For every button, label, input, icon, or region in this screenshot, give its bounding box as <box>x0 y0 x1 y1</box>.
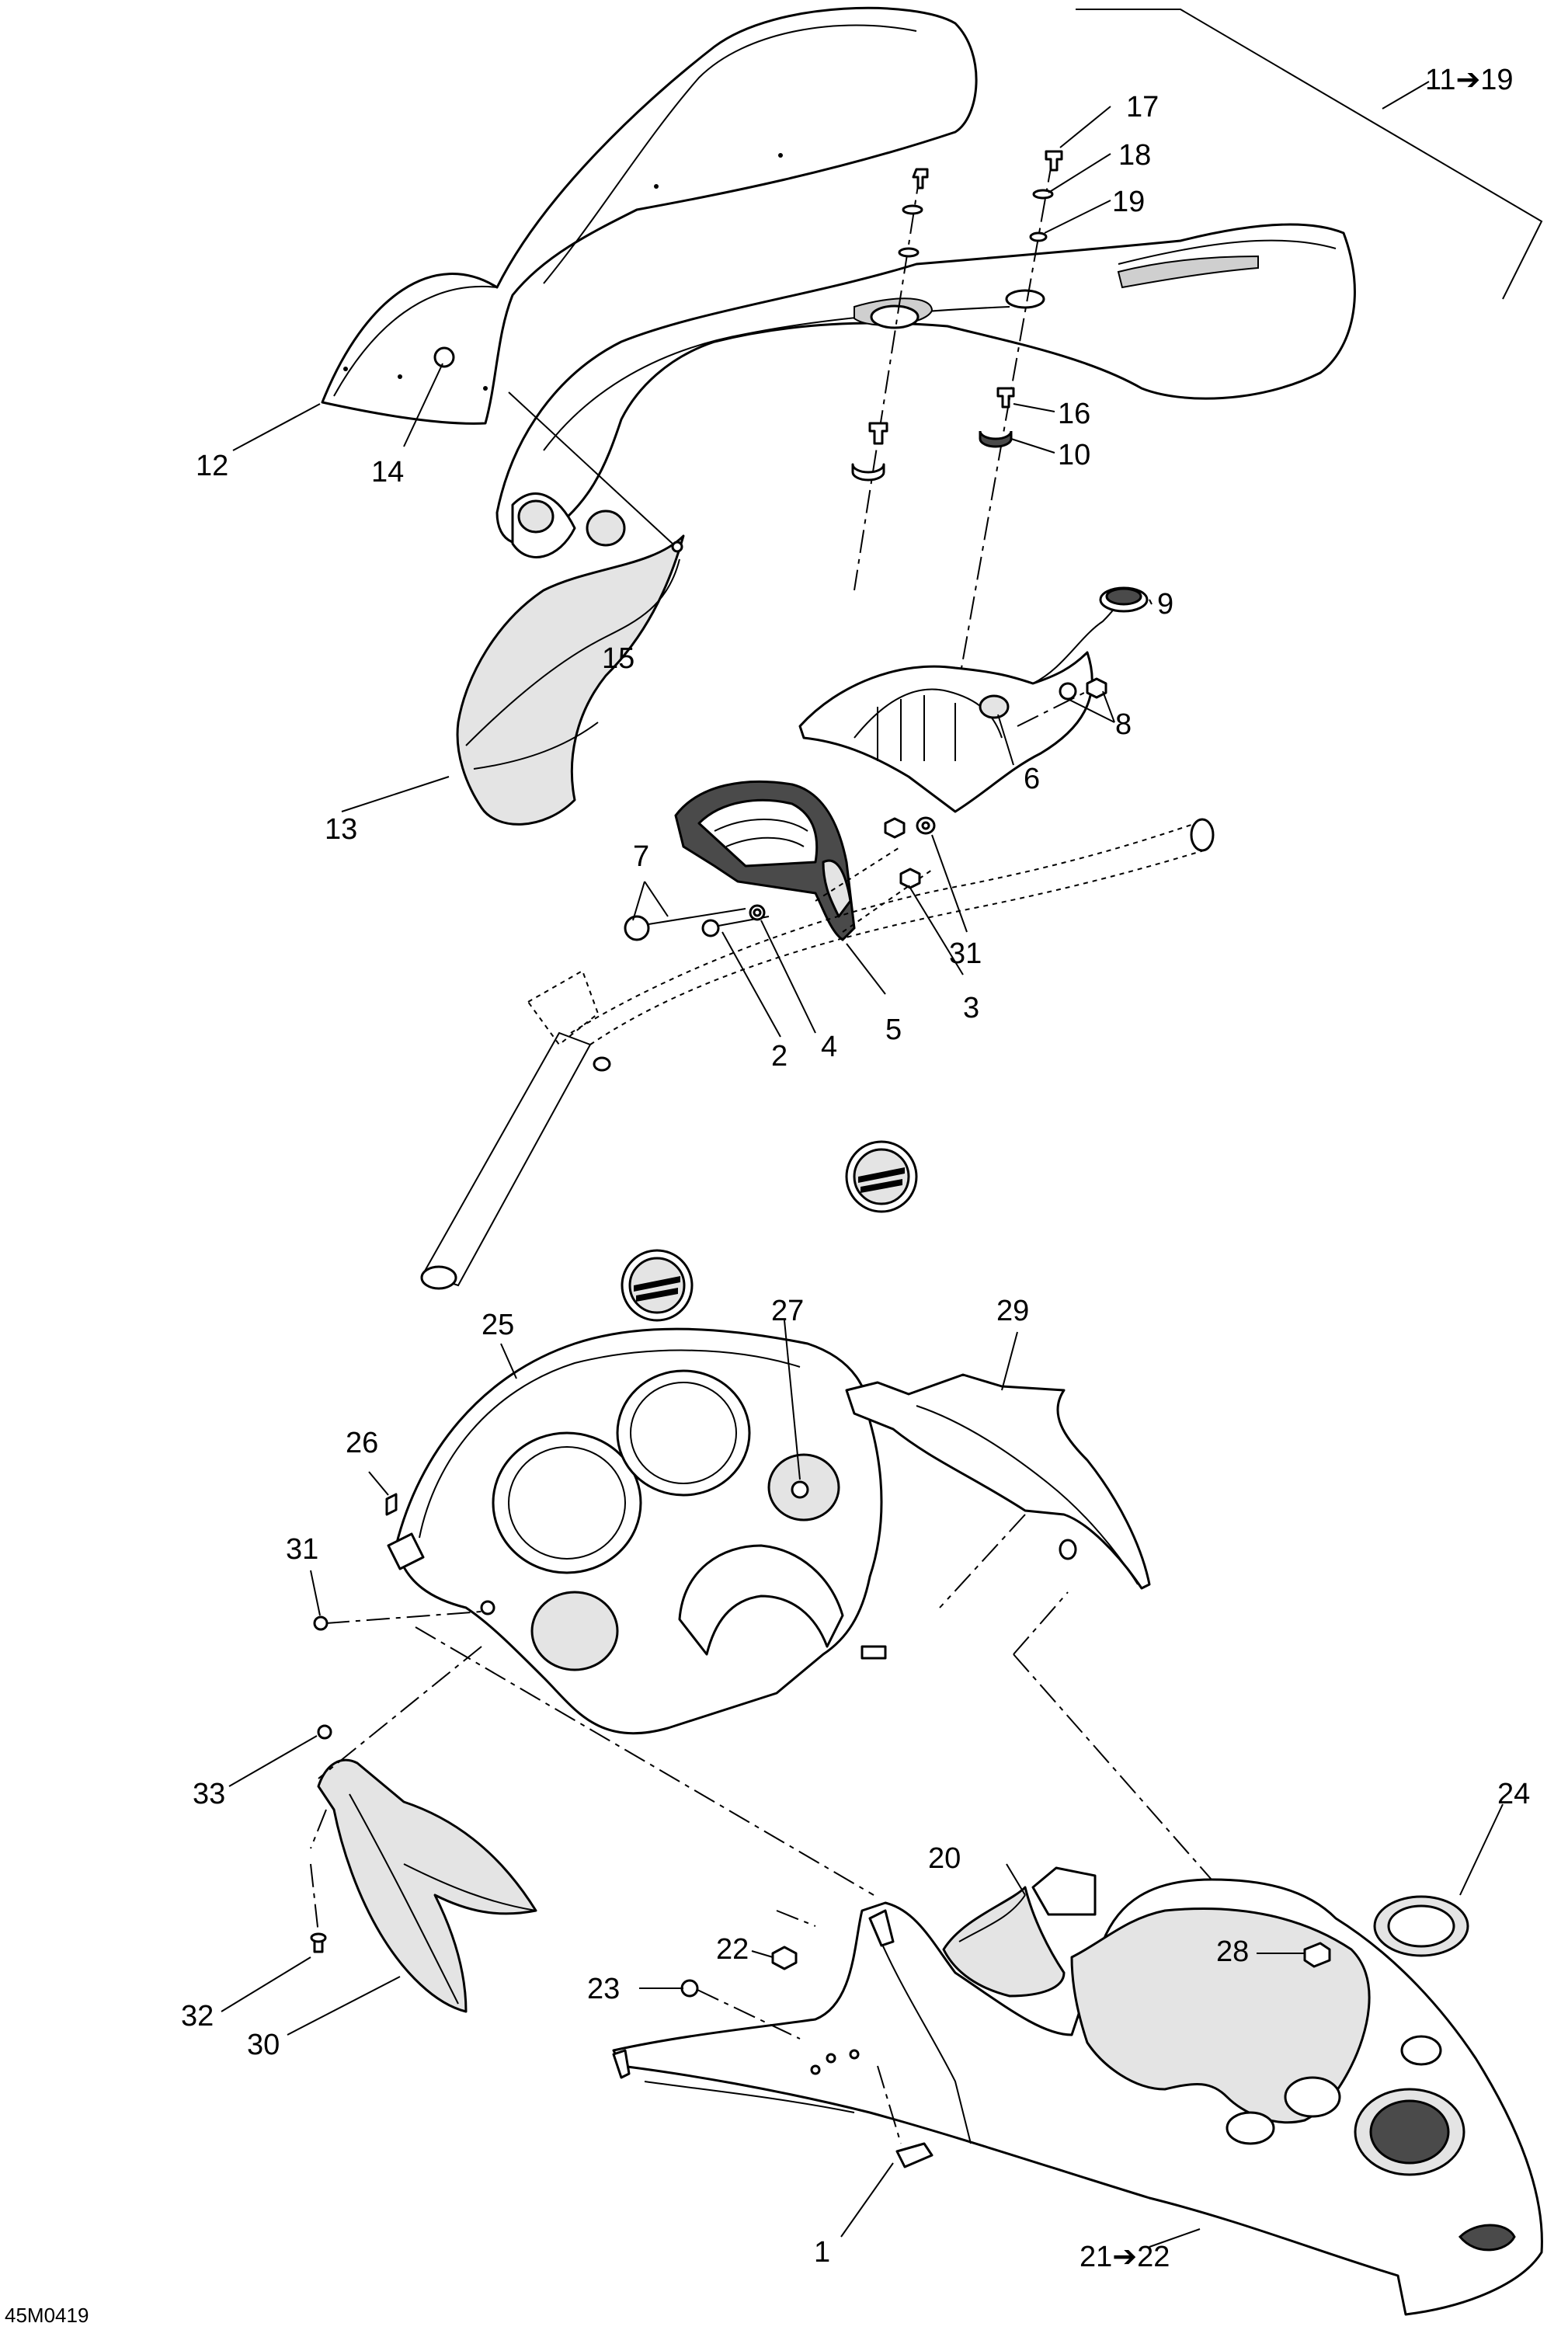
callout-2: 2 <box>771 1040 787 1073</box>
screw-32 <box>310 1932 327 1953</box>
handlebar-tube <box>420 818 1215 1290</box>
clip-28 <box>1303 1942 1331 1968</box>
callout-1: 1 <box>814 2236 830 2269</box>
brand-emblem-lower <box>621 1249 694 1322</box>
callout-3: 3 <box>963 992 979 1024</box>
callout-4: 4 <box>821 1031 837 1063</box>
callout-31-lower: 31 <box>286 1533 318 1566</box>
callout-16: 16 <box>1058 398 1090 430</box>
callout-14: 14 <box>371 456 404 489</box>
assembly-lines <box>310 1514 1212 2144</box>
callout-12: 12 <box>196 450 228 482</box>
callout-9: 9 <box>1157 588 1173 621</box>
gauge-bezel-part <box>674 780 933 941</box>
callout-labels: 17 18 19 11➔19 12 14 16 10 15 9 8 6 13 7… <box>5 64 1530 2327</box>
screw-pair-7 <box>624 908 770 941</box>
brand-emblem-upper <box>845 1140 918 1213</box>
callout-31-upper: 31 <box>949 937 982 970</box>
callout-29: 29 <box>996 1295 1029 1327</box>
ring-24 <box>1373 1895 1469 1957</box>
leader-lines <box>221 106 1504 2248</box>
cap-part-9 <box>1099 586 1149 613</box>
screw-15 <box>508 391 683 553</box>
screw-26 <box>385 1493 398 1516</box>
callout-15: 15 <box>602 642 635 675</box>
callout-30: 30 <box>247 2029 280 2061</box>
clip-22 <box>771 1946 798 1970</box>
callout-20: 20 <box>928 1842 961 1875</box>
callout-32: 32 <box>181 2000 214 2033</box>
windshield-part <box>321 6 978 425</box>
callout-25: 25 <box>482 1309 514 1341</box>
callout-26: 26 <box>346 1427 378 1459</box>
lower-left-trim-part <box>317 1724 537 2013</box>
screw-31-lower <box>313 1600 495 1631</box>
callout-17: 17 <box>1126 91 1159 123</box>
callout-23: 23 <box>587 1973 620 2005</box>
clip-1 <box>895 2142 933 2168</box>
callout-33: 33 <box>193 1778 225 1810</box>
instrument-panel-part <box>387 1327 887 1735</box>
callout-21-22: 21➔22 <box>1080 2241 1170 2273</box>
cap-20 <box>942 1886 1066 1998</box>
screw-washer-2-4 <box>749 904 766 921</box>
nut-washer-8 <box>1017 677 1107 727</box>
callout-24: 24 <box>1497 1778 1530 1810</box>
fastener-stack-left <box>851 168 929 591</box>
callout-27: 27 <box>771 1295 804 1327</box>
callout-11-19: 11➔19 <box>1425 64 1514 96</box>
callout-8: 8 <box>1115 708 1132 741</box>
callout-28: 28 <box>1216 1935 1249 1968</box>
nuts-3-31 <box>884 816 936 889</box>
right-trim-part <box>845 1373 1151 1590</box>
instrument-housing-part <box>798 589 1123 813</box>
handlebar-upper-cover <box>495 223 1356 558</box>
callout-22: 22 <box>716 1933 749 1966</box>
callout-13: 13 <box>325 813 357 846</box>
callout-5: 5 <box>885 1014 902 1046</box>
side-trim-part <box>456 534 685 826</box>
fastener-stack-right <box>954 150 1063 704</box>
callout-10: 10 <box>1058 439 1090 471</box>
callout-19: 19 <box>1112 186 1145 218</box>
callout-7: 7 <box>633 840 649 873</box>
diagram-code: 45M0419 <box>5 2304 89 2327</box>
callout-6: 6 <box>1024 763 1040 795</box>
callout-bracket-11-19 <box>1076 9 1543 300</box>
screw-23 <box>680 1979 801 2040</box>
lower-console-cover <box>612 1866 1543 2316</box>
callout-18: 18 <box>1118 139 1151 172</box>
